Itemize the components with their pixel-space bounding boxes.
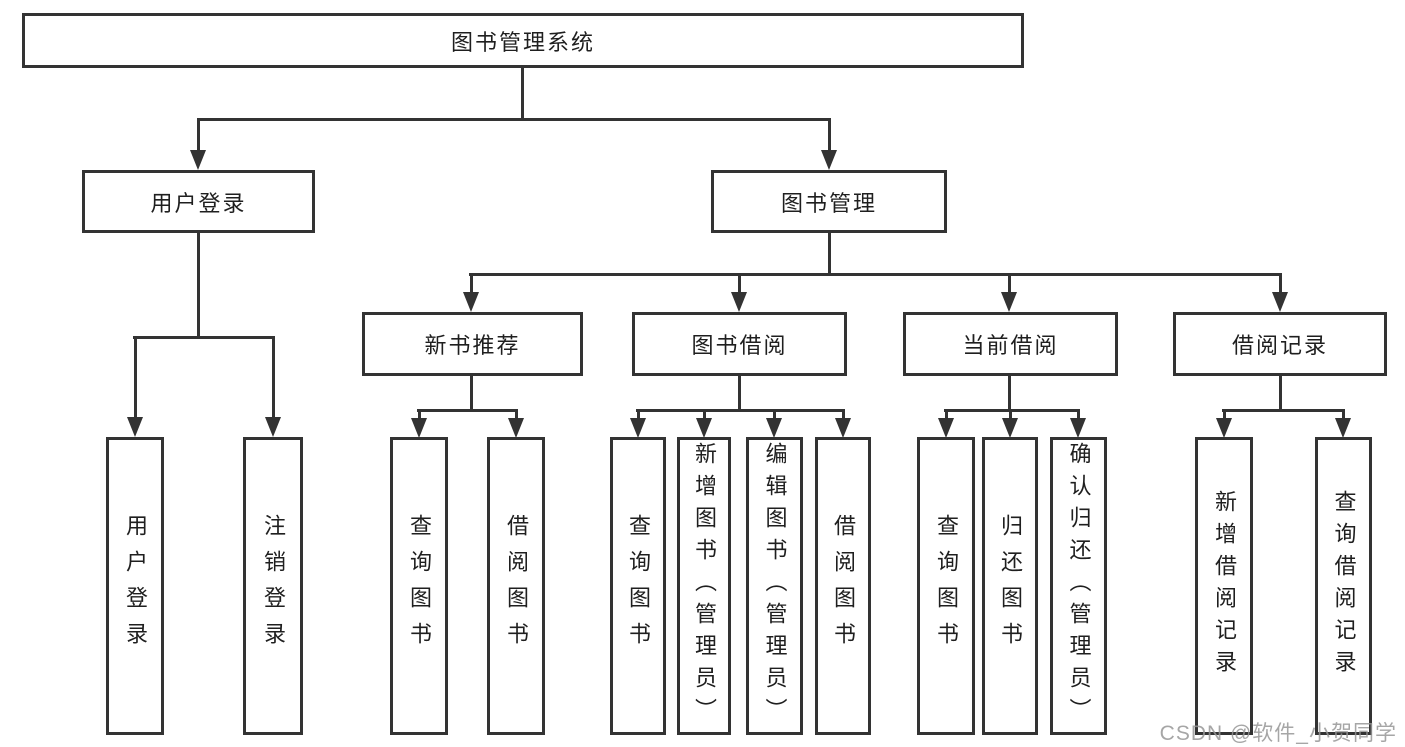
- leaf-recommend-query-books-label: 查询图书: [407, 514, 432, 658]
- node-book-management-label: 图书管理: [780, 190, 877, 216]
- leaf-recommend-borrow-books-label: 借阅图书: [504, 514, 529, 658]
- leaf-user-login: 用户登录: [106, 437, 164, 735]
- connector-borrow-bar: [636, 409, 845, 412]
- leaf-logout: 注销登录: [243, 437, 303, 735]
- node-root: 图书管理系统: [22, 13, 1024, 68]
- connector-root-stub: [521, 68, 524, 118]
- arrow-down-icon: [1001, 273, 1017, 312]
- leaf-add-borrow-record: 新增借阅记录: [1195, 437, 1253, 735]
- leaf-add-books-admin: 新增图书（管理员）: [677, 437, 731, 735]
- leaf-user-login-label: 用户登录: [123, 514, 148, 658]
- leaf-logout-label: 注销登录: [261, 514, 286, 658]
- arrow-down-icon: [463, 273, 479, 312]
- node-new-book-recommend: 新书推荐: [362, 312, 583, 376]
- connector-root-bar: [197, 118, 831, 121]
- leaf-add-books-admin-label: 新增图书（管理员）: [692, 442, 717, 730]
- leaf-recommend-query-books: 查询图书: [390, 437, 448, 735]
- leaf-return-books: 归还图书: [982, 437, 1038, 735]
- leaf-current-query-books-label: 查询图书: [934, 514, 959, 658]
- arrow-down-icon: [411, 409, 427, 438]
- leaf-query-borrow-record: 查询借阅记录: [1315, 437, 1372, 735]
- leaf-add-borrow-record-label: 新增借阅记录: [1212, 490, 1237, 682]
- connector-record-bar: [1222, 409, 1345, 412]
- connector-user-login-bar: [133, 336, 275, 339]
- leaf-current-query-books: 查询图书: [917, 437, 975, 735]
- leaf-borrow-query-books: 查询图书: [610, 437, 666, 735]
- connector-user-login-stub: [197, 233, 200, 336]
- connector-recommend-bar: [417, 409, 518, 412]
- arrow-down-icon: [1335, 409, 1351, 438]
- connector-book-mgmt-bar: [469, 273, 1282, 276]
- arrow-down-icon: [265, 336, 281, 437]
- arrow-down-icon: [630, 409, 646, 438]
- connector-current-stub: [1008, 376, 1011, 409]
- arrow-down-icon: [821, 118, 837, 170]
- watermark: CSDN @软件_小贺同学: [1159, 722, 1397, 745]
- connector-borrow-stub: [738, 376, 741, 409]
- leaf-borrow-books: 借阅图书: [815, 437, 871, 735]
- node-book-borrow-label: 图书借阅: [691, 333, 788, 358]
- leaf-return-books-label: 归还图书: [998, 514, 1023, 658]
- connector-book-mgmt-stub: [828, 233, 831, 273]
- leaf-edit-books-admin: 编辑图书（管理员）: [746, 437, 803, 735]
- leaf-recommend-borrow-books: 借阅图书: [487, 437, 545, 735]
- node-book-management: 图书管理: [711, 170, 947, 233]
- connector-recommend-stub: [470, 376, 473, 409]
- arrow-down-icon: [1216, 409, 1232, 438]
- connector-current-bar: [944, 409, 1080, 412]
- node-borrow-record-label: 借阅记录: [1231, 333, 1328, 358]
- arrow-down-icon: [190, 118, 206, 170]
- node-current-borrow-label: 当前借阅: [962, 333, 1059, 358]
- arrow-down-icon: [731, 273, 747, 312]
- leaf-query-borrow-record-label: 查询借阅记录: [1331, 490, 1357, 682]
- leaf-confirm-return-admin-label: 确认归还（管理员）: [1066, 442, 1092, 730]
- arrow-down-icon: [1002, 409, 1018, 438]
- arrow-down-icon: [508, 409, 524, 438]
- leaf-borrow-books-label: 借阅图书: [831, 514, 856, 658]
- node-new-book-recommend-label: 新书推荐: [424, 333, 521, 358]
- arrow-down-icon: [938, 409, 954, 438]
- connector-record-stub: [1279, 376, 1282, 409]
- node-user-login-label: 用户登录: [150, 190, 247, 216]
- node-user-login: 用户登录: [82, 170, 315, 233]
- leaf-borrow-query-books-label: 查询图书: [626, 514, 651, 658]
- arrow-down-icon: [696, 409, 712, 438]
- node-current-borrow: 当前借阅: [903, 312, 1118, 376]
- arrow-down-icon: [127, 336, 143, 437]
- arrow-down-icon: [835, 409, 851, 438]
- node-book-borrow: 图书借阅: [632, 312, 847, 376]
- arrow-down-icon: [1272, 273, 1288, 312]
- leaf-confirm-return-admin: 确认归还（管理员）: [1050, 437, 1107, 735]
- arrow-down-icon: [766, 409, 782, 438]
- arrow-down-icon: [1070, 409, 1086, 438]
- leaf-edit-books-admin-label: 编辑图书（管理员）: [762, 442, 788, 730]
- node-borrow-record: 借阅记录: [1173, 312, 1387, 376]
- node-root-label: 图书管理系统: [450, 29, 595, 55]
